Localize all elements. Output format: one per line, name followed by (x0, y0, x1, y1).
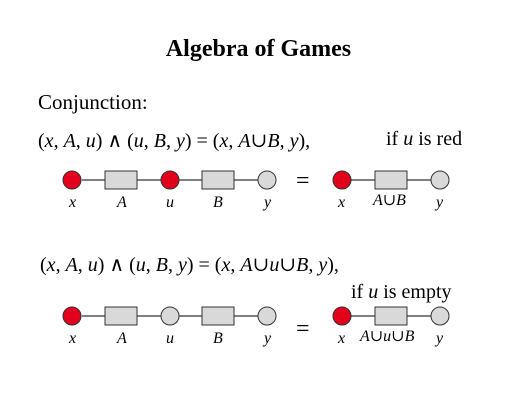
game-box-A (104, 170, 138, 190)
game-box-AuB (374, 170, 408, 190)
empty-node-y (257, 306, 277, 326)
box-label-A: A (116, 194, 127, 211)
red-node-x (332, 306, 352, 326)
game-box-A (104, 306, 138, 326)
diagram-2-left: x A u B y (62, 306, 277, 347)
node-label-x: x (337, 330, 345, 347)
diagram-2-right: x A∪u∪B y (332, 306, 450, 347)
node-label-x: x (68, 330, 76, 347)
node-label-y: y (434, 194, 444, 211)
box-label-B: B (213, 330, 223, 347)
empty-node-y (430, 306, 450, 326)
conjunction-rule-2: (x, A, u) ∧ (u, B, y) = (x, A∪u∪B, y), (40, 254, 339, 276)
box-label-AuB: A∪B (372, 192, 406, 209)
conjunction-rule-1: (x, A, u) ∧ (u, B, y) = (x, A∪B, y), (38, 130, 311, 152)
node-label-x: x (68, 194, 76, 211)
slide-title: Algebra of Games (165, 36, 352, 62)
node-label-y: y (434, 330, 444, 347)
node-label-y: y (262, 194, 272, 211)
empty-node-y (257, 170, 277, 190)
conjunction-rule-2-condition: if u is empty (351, 281, 452, 303)
game-box-B (201, 170, 235, 190)
box-label-B: B (213, 194, 223, 211)
game-box-AuuB (374, 306, 408, 326)
equals-sign-2: = (296, 316, 310, 342)
node-label-u: u (166, 194, 174, 211)
empty-node-y (430, 170, 450, 190)
node-label-y: y (262, 330, 272, 347)
empty-node-u (160, 306, 180, 326)
node-label-x: x (337, 194, 345, 211)
box-label-AuuB: A∪u∪B (359, 328, 415, 345)
red-node-u (160, 170, 180, 190)
red-node-x (62, 170, 82, 190)
section-heading: Conjunction: (38, 90, 148, 114)
red-node-x (332, 170, 352, 190)
conjunction-rule-1-condition: if u is red (386, 128, 463, 150)
equals-sign-1: = (296, 168, 310, 194)
red-node-x (62, 306, 82, 326)
diagram-1-right: x A∪B y (332, 170, 450, 211)
box-label-A: A (116, 330, 127, 347)
game-box-B (201, 306, 235, 326)
node-label-u: u (166, 330, 174, 347)
diagram-1-left: x A u B y (62, 170, 277, 211)
